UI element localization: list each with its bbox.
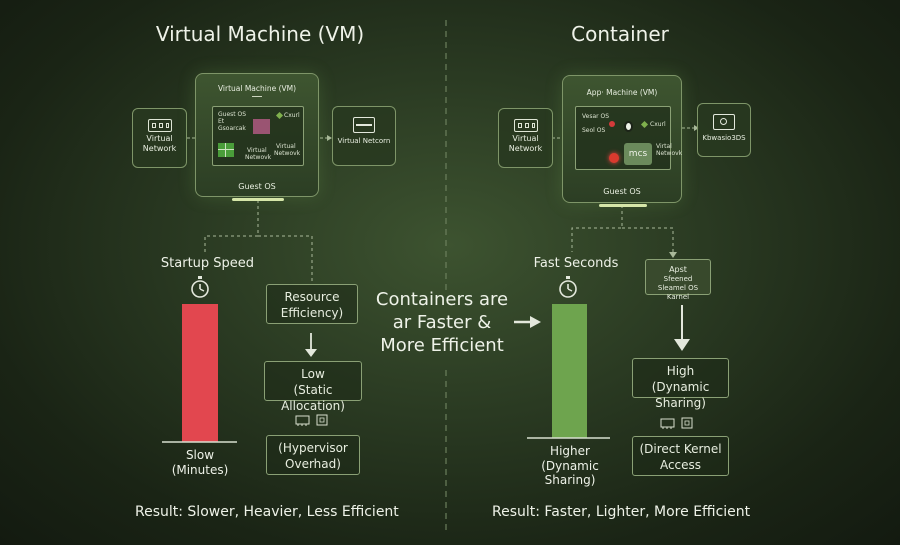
kernel-box: Apst Sfeened Sleamel OS Karnel	[645, 259, 711, 301]
resource-efficiency-box: Resource Efficiency)	[266, 284, 358, 324]
box-line: Overhad)	[285, 457, 341, 471]
ct-card-header: App· Machine (VM)	[586, 88, 658, 97]
inner-label: Cxurl	[650, 121, 666, 128]
vm-card-header-rule	[252, 96, 262, 98]
vm-result: Result: Slower, Heavier, Less Efficient	[135, 504, 399, 520]
vm-bar-sublabel: (Minutes)	[171, 463, 229, 477]
memory-chip-icon	[295, 415, 310, 426]
box-line: Low	[301, 367, 325, 381]
vm-card-inner: Guest OS Et Gsoarcak Cxurl Virtual Netwo…	[212, 106, 304, 166]
memory-chip-icon	[660, 418, 675, 429]
low-allocation-box: Low (Static Allocation)	[264, 361, 362, 413]
inner-label: Virtal	[656, 143, 672, 150]
vm-card-footer: Guest OS	[238, 182, 276, 191]
disk-image-icon	[253, 119, 270, 134]
center-line: Containers are	[375, 289, 509, 310]
box-line: Sfeened	[663, 275, 693, 283]
container-speed-bar	[552, 304, 587, 438]
mcs-tile: mcs	[624, 143, 652, 165]
center-statement: Containers are ar Faster & More Efficien…	[372, 288, 512, 357]
ct-card-glow	[599, 204, 647, 207]
link-icon	[275, 111, 284, 120]
arrow-right-icon	[514, 316, 541, 328]
center-line: More Efficient	[380, 335, 504, 356]
box-line: Access	[659, 458, 702, 472]
record-dot-icon	[609, 153, 619, 163]
node-label: Network	[508, 144, 543, 153]
server-rack-icon	[713, 114, 735, 130]
network-switch-icon	[513, 119, 538, 132]
vm-card-glow	[232, 198, 284, 201]
vm-network-node: Virtual Network	[132, 108, 187, 168]
arrow-down-icon	[305, 333, 317, 357]
fast-seconds-label: Fast Seconds	[533, 256, 619, 271]
inner-label: Netwovk	[656, 150, 683, 157]
node-label: Virtual	[146, 134, 173, 143]
ct-kbwas-node: Kbwasio3DS	[697, 103, 751, 157]
inner-label: Virtual	[247, 147, 267, 154]
node-label: Virtual Netcorn	[337, 137, 391, 145]
stopwatch-icon	[191, 276, 209, 298]
node-label: Kbwasio3DS	[702, 134, 746, 142]
ct-bar-sublabel: (Dynamic Sharing)	[541, 459, 599, 487]
vm-machine-card: Virtual Machine (VM) Guest OS Et Gsoarca…	[195, 73, 319, 201]
direct-kernel-box: (Direct Kernel Access	[632, 436, 729, 476]
network-switch-icon	[147, 119, 172, 132]
windows-logo-icon	[218, 143, 234, 157]
penguin-icon	[624, 121, 633, 132]
box-line: Sleamel OS Karnel	[657, 283, 699, 301]
arrow-down-icon	[674, 305, 690, 351]
ct-down-connector	[571, 205, 674, 256]
box-line: Efficiency)	[280, 306, 344, 320]
container-title: Container	[571, 22, 669, 46]
inner-label: Vesar OS	[582, 113, 610, 120]
container-result: Result: Faster, Lighter, More Efficient	[492, 504, 751, 520]
inner-label: Cxurl	[284, 112, 300, 119]
mcs-label: mcs	[628, 149, 648, 159]
inner-label: Et	[218, 118, 225, 125]
inner-label: Netwovk	[274, 150, 301, 157]
ct-card-inner: Vesar OS Seol OS Cxurl mcs Virtal Netwov…	[575, 106, 682, 170]
box-line: (Dynamic Sharing)	[651, 380, 710, 410]
node-label: Virtual	[512, 134, 539, 143]
vm-startup-bar	[182, 304, 218, 442]
cpu-chip-icon	[316, 414, 328, 426]
vm-card-header: Virtual Machine (VM)	[217, 84, 297, 93]
link-icon	[640, 120, 649, 129]
box-line: Resource	[284, 290, 340, 304]
inner-label: Virtual	[276, 143, 296, 150]
vm-netcorn-node: Virtual Netcorn	[332, 106, 396, 166]
inner-label: Guest OS	[218, 111, 247, 118]
cpu-chip-icon	[681, 417, 693, 429]
box-line: (Hypervisor	[278, 441, 348, 455]
ct-machine-card: App· Machine (VM) Vesar OS Seol OS Cxurl…	[562, 75, 682, 207]
node-label: Network	[142, 144, 177, 153]
box-line: Apst	[669, 265, 687, 274]
high-sharing-box: High (Dynamic Sharing)	[632, 358, 729, 410]
ct-card-footer: Guest OS	[603, 187, 641, 196]
box-line: High	[666, 364, 695, 378]
hypervisor-overhead-box: (Hypervisor Overhad)	[266, 435, 360, 475]
vm-down-connector	[204, 200, 313, 284]
ct-network-node: Virtual Network	[498, 108, 553, 168]
inner-label: Seol OS	[582, 127, 606, 134]
vm-title: Virtual Machine (VM)	[155, 22, 365, 46]
startup-speed-label: Startup Speed	[160, 256, 255, 271]
status-dot-icon	[609, 121, 615, 127]
stopwatch-icon	[559, 276, 577, 298]
ct-bar-label: Higher	[550, 444, 590, 458]
vm-bar-label: Slow	[185, 448, 215, 462]
inner-label: Netwovk	[245, 154, 272, 161]
center-line: ar Faster &	[392, 312, 492, 333]
server-rack-icon	[353, 117, 375, 133]
box-line: (Direct Kernel	[639, 442, 722, 456]
box-line: (Static Allocation)	[281, 383, 345, 413]
inner-label: Gsoarcak	[218, 125, 246, 132]
